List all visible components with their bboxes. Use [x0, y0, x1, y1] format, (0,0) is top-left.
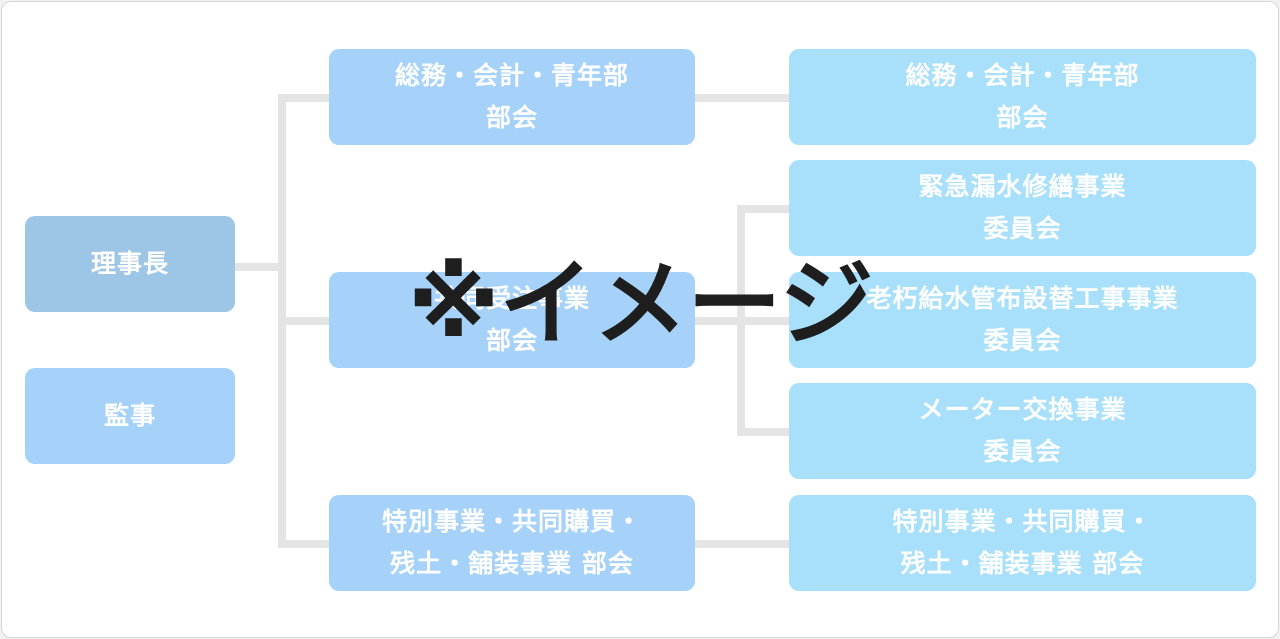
- committee-box-water-pipe-replacement: 老朽給水管布設替工事事業 委員会: [789, 272, 1256, 368]
- committee-label-line1: 特別事業・共同購買・: [892, 507, 1153, 536]
- department-label-line2: 部会: [485, 103, 538, 132]
- committee-label-line1: 総務・会計・青年部: [905, 61, 1140, 90]
- connector-dept-1-committee-1: [694, 94, 794, 102]
- department-box-general-affairs: 総務・会計・青年部 部会: [329, 49, 695, 145]
- committee-box-general-affairs: 総務・会計・青年部 部会: [789, 49, 1256, 145]
- committee-box-meter-exchange: メーター交換事業 委員会: [789, 383, 1256, 479]
- connector-dept-2-branch: [694, 317, 744, 325]
- connector-trunk-dept-3: [278, 540, 333, 548]
- connector-branch-committee-3: [737, 317, 794, 325]
- committee-label-line2: 部会: [996, 103, 1049, 132]
- connector-chairman-trunk: [235, 263, 285, 271]
- committee-label-line1: 老朽給水管布設替工事事業: [866, 284, 1179, 313]
- connector-branch-committee-4: [737, 428, 794, 436]
- connector-dept-3-committee-5: [694, 540, 794, 548]
- connector-trunk-dept-2: [278, 317, 333, 325]
- department-label-line1: 総務・会計・青年部: [394, 61, 629, 90]
- committee-label-line2: 委員会: [983, 214, 1062, 243]
- image-only-watermark: ※イメージ: [408, 250, 874, 359]
- department-label-line1: 共同受注事業: [433, 284, 590, 313]
- department-label-line2: 部会: [485, 326, 538, 355]
- connector-branch-committee-2: [737, 205, 794, 213]
- auditor-box: 監事: [25, 368, 235, 464]
- committee-label-line2: 残土・舗装事業 部会: [900, 549, 1145, 578]
- department-label-line2: 残土・舗装事業 部会: [390, 549, 634, 578]
- department-box-joint-orders: 共同受注事業 部会: [329, 272, 695, 368]
- department-label-line1: 特別事業・共同購買・: [381, 507, 642, 536]
- department-box-special-projects: 特別事業・共同購買・ 残土・舗装事業 部会: [329, 495, 695, 591]
- committee-box-special-projects: 特別事業・共同購買・ 残土・舗装事業 部会: [789, 495, 1256, 591]
- committee-label-line2: 委員会: [983, 326, 1062, 355]
- chairman-box: 理事長: [25, 216, 235, 312]
- auditor-label: 監事: [103, 401, 156, 430]
- committee-box-emergency-leak-repair: 緊急漏水修繕事業 委員会: [789, 160, 1256, 256]
- committee-label-line2: 委員会: [983, 437, 1062, 466]
- chairman-label: 理事長: [90, 249, 169, 278]
- connector-trunk-dept-1: [278, 94, 333, 102]
- committee-label-line1: 緊急漏水修繕事業: [918, 172, 1127, 201]
- committee-label-line1: メーター交換事業: [918, 395, 1127, 424]
